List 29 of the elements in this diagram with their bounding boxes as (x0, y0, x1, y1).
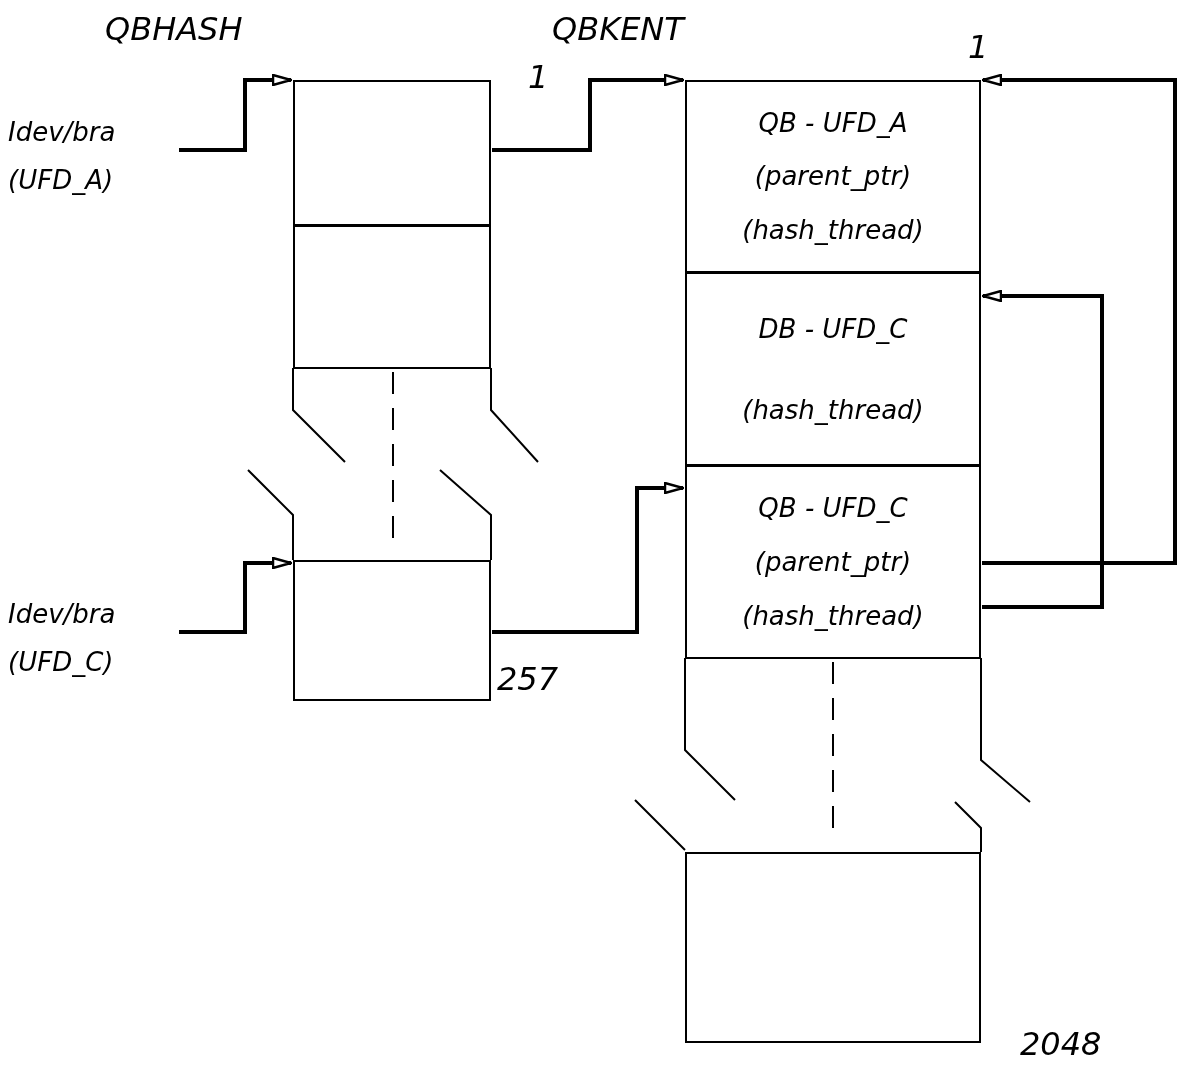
field-text: (parent_ptr) (754, 547, 912, 577)
device-path-text: Idev/bra (UFD_C) (8, 590, 178, 690)
table-name: QBKENT (552, 10, 684, 48)
index-number: 1 (968, 28, 989, 66)
field-text: (hash_thread) (742, 215, 924, 246)
arrow (492, 481, 685, 634)
entry-name: DB - UFD_C (758, 313, 908, 344)
field-text: (hash_thread) (742, 601, 924, 631)
arrow (981, 73, 1177, 565)
table-slot (685, 80, 981, 273)
table-slot (293, 560, 491, 701)
entry-name: QB - UFD_C (758, 493, 908, 523)
table-name: QBHASH (105, 10, 243, 48)
arrow (981, 289, 1104, 609)
table-slot (293, 80, 491, 226)
arrow (492, 73, 685, 152)
table-slot (685, 465, 981, 659)
device-path-text: Idev/bra (UFD_A) (8, 108, 178, 208)
index-number: 1 (528, 58, 549, 96)
table-slot (293, 225, 491, 369)
slot-count: 2048 (1020, 1025, 1102, 1063)
field-text: (hash_thread) (742, 394, 924, 425)
arrow (179, 556, 293, 634)
entry-name: QB - UFD_A (758, 107, 908, 138)
slot-count: 257 (497, 660, 559, 698)
arrow (179, 73, 293, 152)
field-text: (parent_ptr) (754, 161, 912, 192)
table-slot (685, 852, 981, 1043)
table-slot (685, 272, 981, 466)
